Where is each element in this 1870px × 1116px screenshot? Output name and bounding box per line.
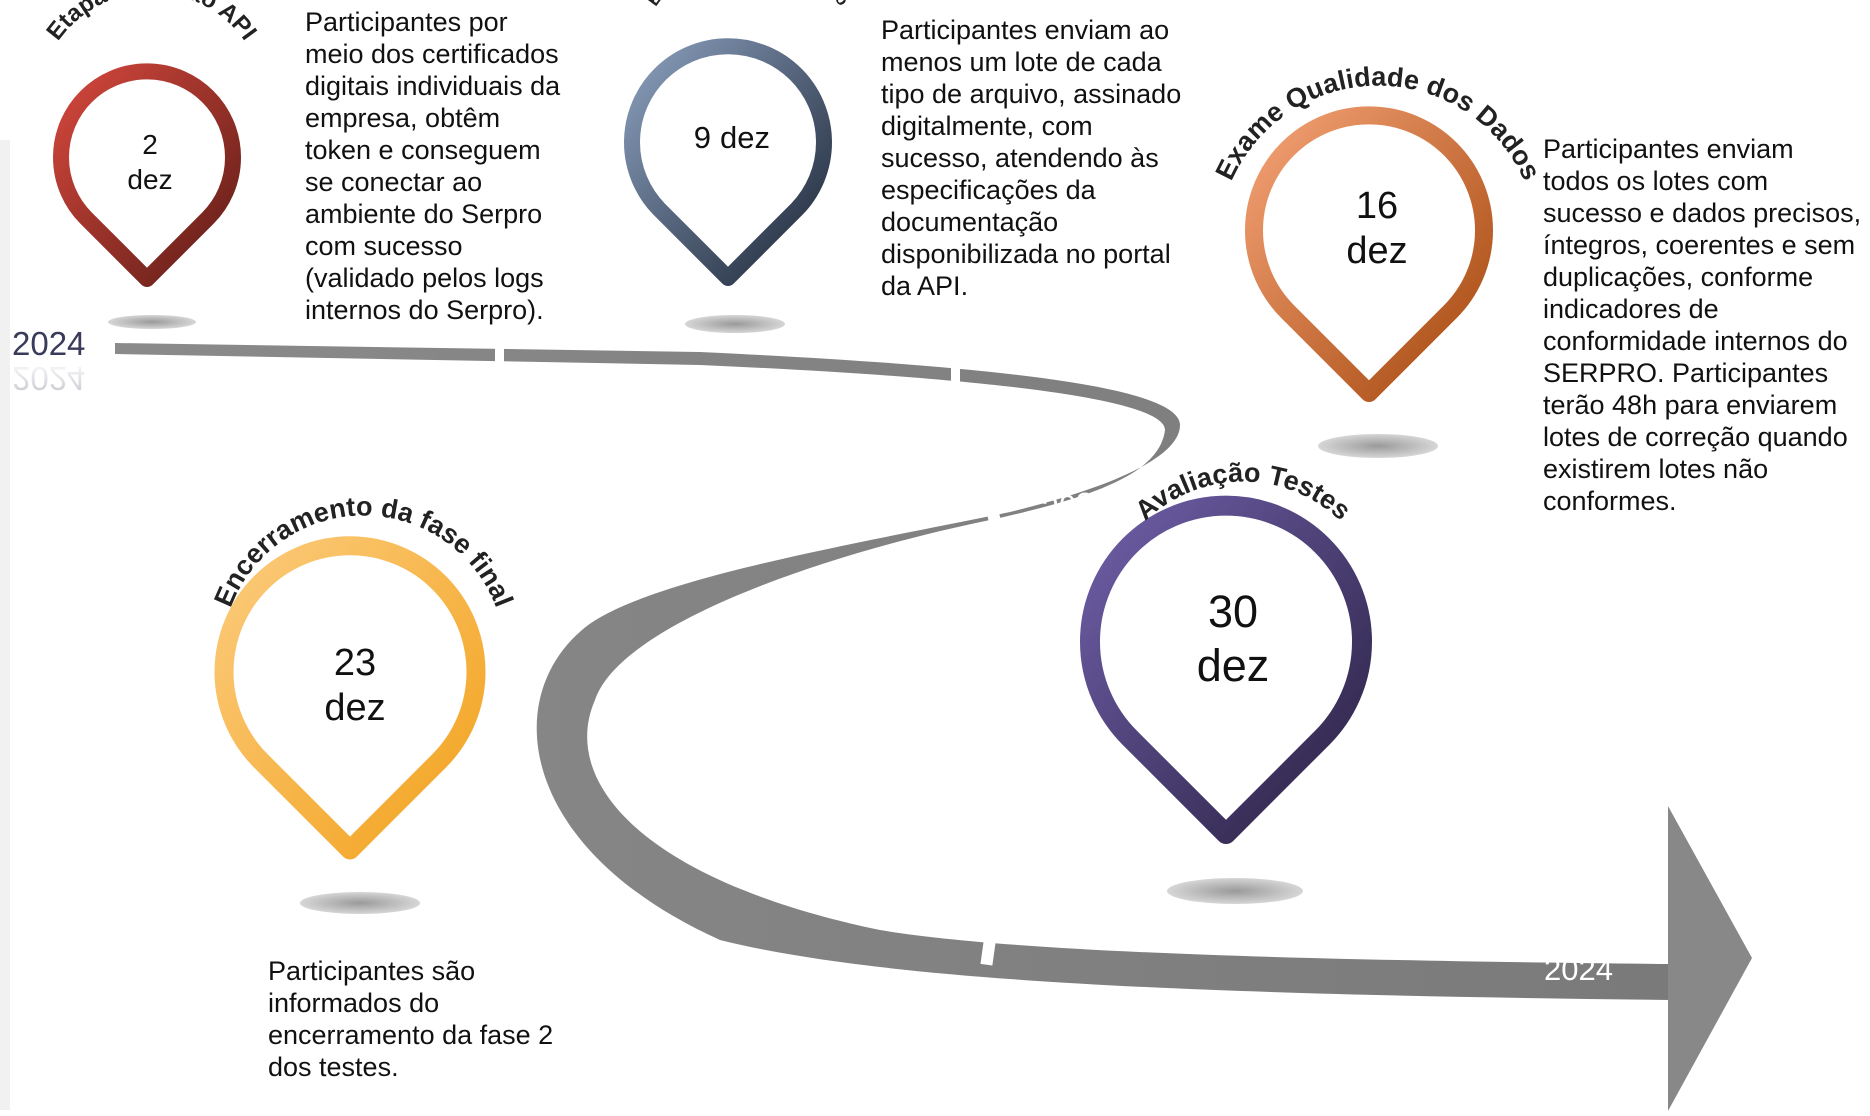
- pin-shadow: [108, 315, 196, 329]
- band-gap: [495, 330, 504, 364]
- pin-month: dez: [324, 687, 385, 729]
- map-pin-icon: [53, 63, 241, 287]
- map-pin-icon: [1080, 495, 1372, 844]
- milestone-exame-qualidade: Exame Qualidade dos Dados 16 dez: [1210, 62, 1546, 458]
- year-label-middle: 2024: [1040, 483, 1113, 527]
- pin-shadow: [1318, 434, 1438, 458]
- timeline-arrow-head: [1668, 806, 1752, 1111]
- pin-day: 16: [1356, 185, 1398, 227]
- description-exame-qualidade: Participantes enviam todos os lotes com …: [1543, 134, 1862, 516]
- description-conexao-api: Participantes por meio dos certificados …: [305, 7, 561, 325]
- description-encerramento: Participantes são informados do encerram…: [268, 956, 554, 1082]
- band-gap: [985, 504, 1007, 551]
- pin-month: dez: [720, 120, 770, 155]
- milestone-avaliacao-testes: Avaliação Testes 30 dez: [1080, 457, 1372, 904]
- pin-month: dez: [127, 164, 172, 195]
- pin-month: dez: [1197, 640, 1270, 691]
- band-gap: [980, 899, 1002, 966]
- pin-day: 9: [694, 120, 711, 155]
- pin-shadow: [685, 315, 785, 333]
- year-label-reflection: 2024: [12, 360, 85, 397]
- map-pin-icon: [214, 536, 486, 860]
- year-label-start: 2024: [12, 325, 85, 362]
- description-envio-lote: Participantes enviam ao menos um lote de…: [881, 15, 1182, 301]
- pin-month: dez: [1346, 230, 1407, 272]
- pin-day: 23: [334, 642, 376, 684]
- milestone-encerramento: Encerramento da fase final 23 dez: [208, 491, 519, 914]
- pin-title: Envio de lote com sucesso: [644, 0, 853, 9]
- pin-shadow: [1167, 878, 1303, 904]
- pin-title: Etapa Conexão API: [41, 0, 262, 45]
- year-label-end: 2024: [1544, 952, 1613, 987]
- map-pin-icon: [624, 38, 832, 286]
- map-pin-icon: [1245, 106, 1493, 402]
- milestone-conexao-api: Etapa Conexão API 2 dez: [41, 0, 262, 329]
- edge-shade: [0, 140, 10, 1110]
- pin-day: 2: [142, 129, 158, 160]
- band-gap: [951, 350, 960, 386]
- pin-day: 30: [1208, 586, 1258, 637]
- milestone-envio-lote: Envio de lote com sucesso 9 dez: [624, 0, 853, 333]
- pin-shadow: [300, 892, 420, 914]
